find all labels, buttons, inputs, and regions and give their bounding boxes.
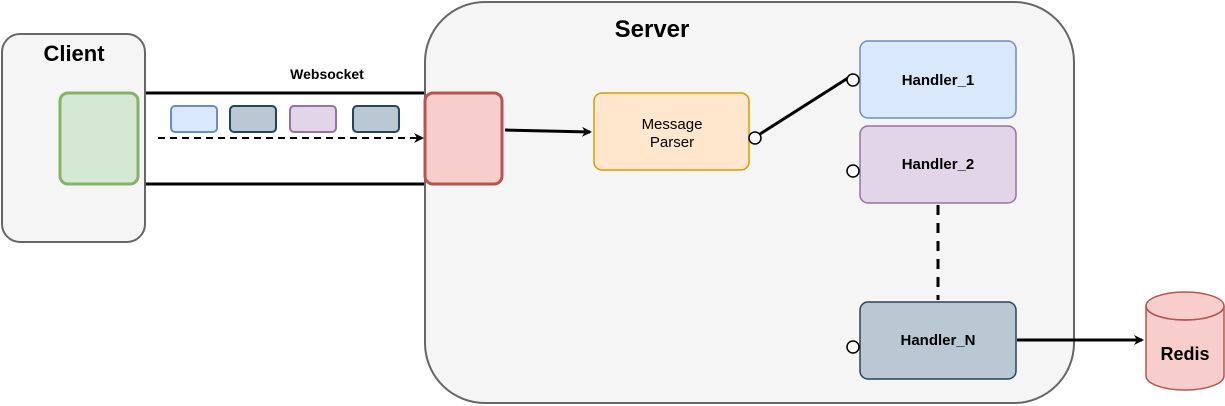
handler-2: Handler_2 — [846, 125, 1017, 204]
server-socket — [423, 91, 504, 186]
parser-port — [748, 131, 762, 145]
handler-n: Handler_N — [846, 301, 1017, 380]
client-container: Client — [1, 33, 146, 243]
parser-box — [593, 92, 750, 171]
handler-n-box — [859, 301, 1017, 380]
parser-label-line1: Message — [642, 116, 703, 133]
handler-1: Handler_1 — [846, 40, 1017, 119]
redis-label: Redis — [1160, 344, 1209, 364]
message-packet-3 — [289, 105, 337, 133]
message-packet-1 — [170, 105, 218, 133]
websocket-channel: Websocket — [146, 66, 424, 186]
handler-1-box — [859, 40, 1017, 119]
socket-to-parser-arrow — [504, 126, 592, 137]
handler-n-label: Handler_N — [900, 332, 975, 349]
handler-1-label: Handler_1 — [902, 72, 975, 89]
handler-1-port — [846, 73, 860, 87]
redis-database: Redis — [1145, 291, 1225, 391]
message-packet-2 — [229, 105, 277, 133]
client-socket — [58, 91, 140, 186]
handler-n-port — [846, 340, 860, 354]
websocket-label: Websocket — [290, 66, 364, 82]
message-packet-4 — [352, 105, 400, 133]
handler-2-port — [846, 164, 860, 178]
handler-2-box — [859, 125, 1017, 204]
server-title: Server — [615, 16, 690, 43]
parser-to-handler1-line — [759, 76, 849, 136]
parser-label-line2: Parser — [650, 134, 694, 151]
message-parser: Message Parser — [593, 92, 750, 171]
client-title: Client — [43, 41, 105, 66]
redis-top-rim — [1145, 305, 1225, 321]
handler-2-label: Handler_2 — [902, 156, 975, 173]
redis-body — [1145, 306, 1225, 391]
